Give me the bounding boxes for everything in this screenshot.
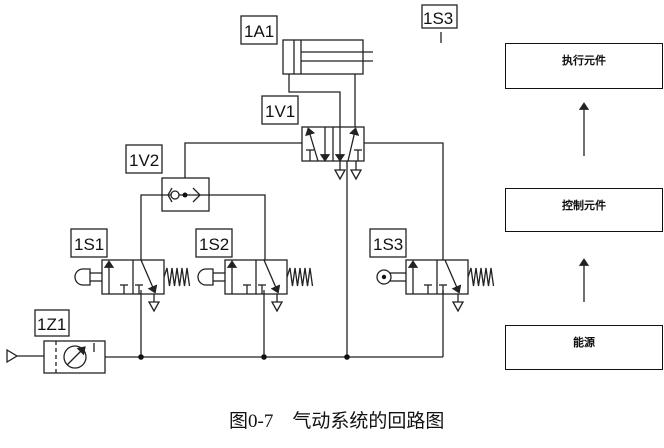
line-pilot-right [364,142,444,260]
shuttle-valve-1V2 [140,177,266,260]
svg-text:1S3: 1S3 [423,9,453,28]
push-button-icon [74,268,91,286]
spring-icon [467,267,495,287]
spring-icon [163,267,191,287]
label-1V1: 1V1 [261,95,299,125]
label-1Z1: 1Z1 [34,309,70,337]
valve-1S1: 1S1 [70,228,191,313]
valve-1V1 [301,126,365,181]
svg-text:1A1: 1A1 [244,22,274,41]
figure-caption: 图0-7 气动系统的回路图 [229,411,445,432]
label-1V2: 1V2 [125,144,163,174]
label-1S3: 1S3 [369,228,407,258]
service-unit-1Z1 [6,340,106,374]
label-1S3-limit: 1S3 [421,4,458,43]
flow-block-label: 控制元件 [562,199,606,212]
svg-text:1Z1: 1Z1 [37,315,66,334]
flow-block-label: 能源 [573,336,595,349]
valve-1S2: 1S2 [195,228,314,313]
valve-1S3: 1S3 [369,228,495,313]
junction-dot [138,354,144,360]
flow-block-label: 执行元件 [562,54,606,67]
svg-text:1S3: 1S3 [373,235,403,254]
junction-dot [261,354,267,360]
flow-block-actuator: 执行元件 [505,43,663,89]
line-cyl-port-a [288,74,341,127]
label-1S2: 1S2 [195,228,233,258]
label-1A1: 1A1 [240,15,278,45]
svg-text:1V1: 1V1 [265,102,295,121]
cylinder-1A1 [282,39,373,75]
spring-icon [286,267,314,287]
flow-block-energy: 能源 [505,325,663,370]
svg-text:1V2: 1V2 [129,151,159,170]
svg-text:1S1: 1S1 [74,235,104,254]
flow-block-control: 控制元件 [505,188,663,232]
label-1S1: 1S1 [70,228,108,258]
push-button-icon [197,268,214,286]
svg-text:1S2: 1S2 [199,235,229,254]
junction-dot [344,354,350,360]
